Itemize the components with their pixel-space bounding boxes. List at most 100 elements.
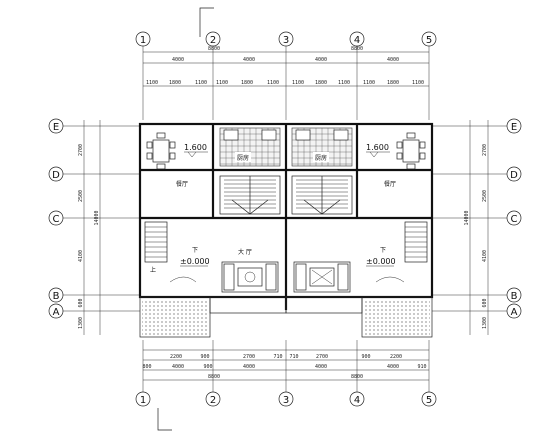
- side-stairs-left: 上: [144, 221, 168, 274]
- axis-label-right-E: E: [511, 122, 517, 133]
- label-down-left: 下: [192, 247, 198, 254]
- dim-right-3: 4100: [482, 250, 488, 262]
- dim-right-4: 600: [482, 298, 488, 307]
- bottom-dimensions: 2200 900 2700 710 710 2700 900 2200 800 …: [142, 340, 430, 392]
- axis-label-top-4: 4: [354, 35, 360, 46]
- axis-label-left-E: E: [53, 122, 59, 133]
- axis-label-top-5: 5: [426, 35, 432, 46]
- dim-top-bay-1: 4000: [172, 57, 184, 63]
- axis-label-left-D: D: [52, 170, 60, 181]
- dim-bottom-bay-1: 4000: [172, 364, 184, 370]
- room-hall-label: 大 厅: [238, 248, 252, 256]
- dim-bottom-detail-7: 900: [361, 354, 370, 360]
- dim-bottom-detail-3: 2700: [243, 354, 255, 360]
- kitchen-tile-left: 厨房: [219, 127, 281, 167]
- dim-bottom-sub-2: 900: [203, 364, 212, 370]
- axis-label-top-3: 3: [283, 35, 289, 46]
- dim-right-5: 1300: [482, 317, 488, 329]
- dim-top-detail-2: 1800: [169, 80, 181, 86]
- room-kitchen-right: 厨房: [315, 154, 327, 162]
- dim-top-detail-9: 1100: [338, 80, 350, 86]
- dim-left-3: 4100: [78, 250, 84, 262]
- axis-label-right-B: B: [511, 291, 518, 302]
- label-down-right: 下: [380, 247, 386, 254]
- axis-label-bottom-2: 2: [210, 395, 216, 406]
- dim-bottom-detail-5: 710: [289, 354, 298, 360]
- dim-bottom-detail-1: 2200: [170, 354, 182, 360]
- dim-top-total-1: 8800: [208, 46, 220, 52]
- dim-left-4: 600: [78, 298, 84, 307]
- axis-label-bottom-1: 1: [140, 395, 146, 406]
- bottom-axis-markers: 1 2 3 4 5: [135, 391, 437, 407]
- axis-label-left-A: A: [53, 307, 60, 318]
- dim-top-detail-4: 1100: [216, 80, 228, 86]
- door-swing-left: [169, 276, 197, 283]
- axis-label-bottom-4: 4: [354, 395, 360, 406]
- dim-bottom-bay-4: 4000: [387, 364, 399, 370]
- elevation-lower-right: ±0.000: [366, 257, 396, 266]
- stairs-right-core: [291, 175, 353, 215]
- room-dining-left: 餐厅: [176, 180, 188, 188]
- dining-table-left: [146, 132, 176, 170]
- terrace-right: [285, 296, 433, 338]
- left-axis-markers: E D C B A 2700 2500 4100 600 1300 14000: [48, 118, 140, 335]
- elevation-lower-left: ±0.000: [180, 257, 210, 266]
- dim-right-2: 2500: [482, 190, 488, 202]
- axis-label-top-1: 1: [140, 35, 146, 46]
- dim-bottom-bay-2: 4000: [243, 364, 255, 370]
- dim-bottom-total-2: 8800: [351, 374, 363, 380]
- dim-top-detail-12: 1100: [412, 80, 424, 86]
- dim-right-total: 14000: [464, 210, 470, 225]
- dining-table-right: [396, 132, 426, 170]
- dim-left-total: 14000: [94, 210, 100, 225]
- dim-top-detail-5: 1800: [241, 80, 253, 86]
- label-up-left: 上: [150, 266, 156, 274]
- dim-top-bay-3: 4000: [315, 57, 327, 63]
- dim-top-total-2: 8800: [351, 46, 363, 52]
- axis-label-right-C: C: [511, 214, 518, 225]
- dim-top-bay-4: 4000: [387, 57, 399, 63]
- dim-left-2: 2500: [78, 190, 84, 202]
- top-axis-markers: 1 2 3 4 5: [135, 31, 437, 47]
- right-axis-markers: E D C B A 2700 2500 4100 600 1300 14000: [432, 118, 522, 335]
- dim-left-5: 1300: [78, 317, 84, 329]
- axis-label-top-2: 2: [210, 35, 216, 46]
- section-mark-bottom: [157, 408, 172, 431]
- dim-bottom-total-1: 8800: [208, 374, 220, 380]
- living-sofa-left: [221, 261, 279, 293]
- dim-top-detail-6: 1100: [267, 80, 279, 86]
- dim-top-detail-3: 1100: [195, 80, 207, 86]
- stairs-left-core: [219, 175, 281, 215]
- section-mark-top: [199, 7, 214, 37]
- dim-bottom-detail-6: 2700: [316, 354, 328, 360]
- axis-label-bottom-5: 5: [426, 395, 432, 406]
- elevation-upper-left: 1.600: [184, 143, 207, 152]
- dim-top-detail-8: 1800: [315, 80, 327, 86]
- dim-bottom-bay-3: 4000: [315, 364, 327, 370]
- side-stairs-right: [404, 221, 428, 263]
- dim-bottom-detail-8: 2200: [390, 354, 402, 360]
- dim-top-detail-10: 1100: [363, 80, 375, 86]
- dim-bottom-sub-1: 800: [142, 364, 151, 370]
- axis-label-right-A: A: [511, 307, 518, 318]
- room-dining-right: 餐厅: [384, 180, 396, 188]
- axis-label-left-B: B: [53, 291, 60, 302]
- dim-bottom-detail-4: 710: [273, 354, 282, 360]
- living-sofa-right: [293, 261, 351, 293]
- axis-label-right-D: D: [510, 170, 518, 181]
- terrace-left: [139, 296, 287, 338]
- dim-top-detail-1: 1100: [146, 80, 158, 86]
- room-kitchen-left: 厨房: [237, 154, 249, 162]
- kitchen-tile-right: 厨房: [291, 127, 353, 167]
- door-swing-right: [375, 276, 405, 283]
- dim-bottom-sub-3: 910: [417, 364, 426, 370]
- axis-label-bottom-3: 3: [283, 395, 289, 406]
- dim-top-detail-11: 1800: [387, 80, 399, 86]
- axis-label-left-C: C: [53, 214, 60, 225]
- dim-top-bay-2: 4000: [243, 57, 255, 63]
- elevation-upper-right: 1.600: [366, 143, 389, 152]
- dim-bottom-detail-2: 900: [200, 354, 209, 360]
- top-dimensions: 8800 8800 4000 4000 4000 4000 1100 1800 …: [142, 46, 430, 120]
- dim-top-detail-7: 1100: [292, 80, 304, 86]
